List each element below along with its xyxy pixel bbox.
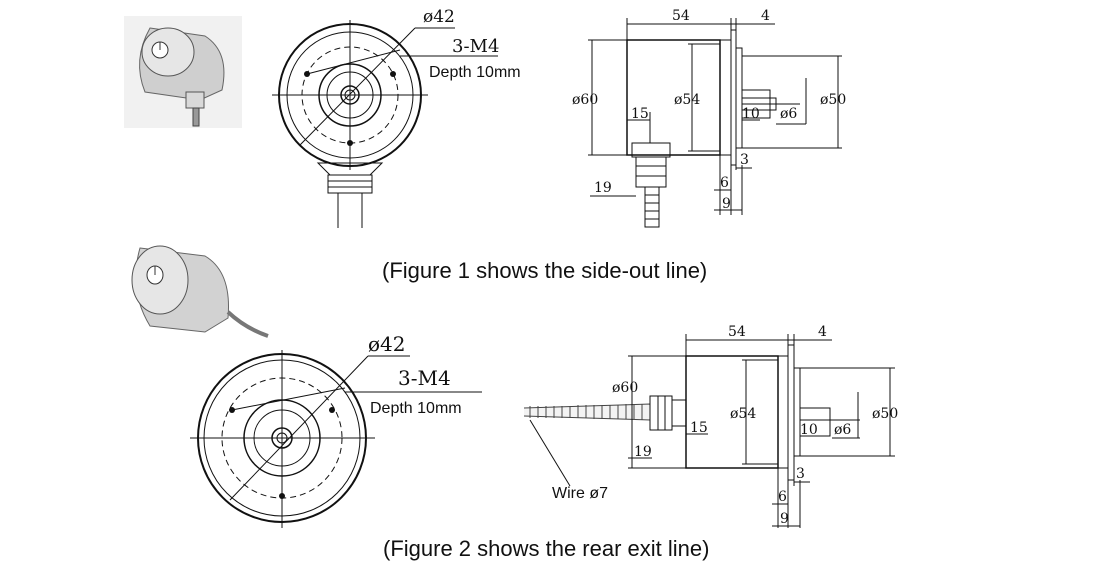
- fig2-mount-dia: ø50: [872, 406, 898, 422]
- fig1-exit-offset: 15: [631, 106, 649, 122]
- fig2-3d-render: [131, 245, 269, 338]
- fig1-3d-render: [124, 16, 242, 128]
- fig2-shaft-dia: ø6: [834, 422, 851, 438]
- fig1-inner-dia: ø54: [674, 92, 700, 108]
- fig1-thread: 3-M4: [452, 36, 499, 57]
- fig2-shaft-len: 10: [800, 422, 818, 438]
- fig2-wire: Wire ø7: [552, 485, 608, 502]
- fig2-step9: 9: [780, 511, 789, 527]
- fig1-step6: 6: [720, 175, 729, 191]
- fig2-caption: (Figure 2 shows the rear exit line): [383, 536, 710, 561]
- fig2-body-dia: ø60: [612, 380, 638, 396]
- fig1-step3: 3: [740, 152, 749, 168]
- fig1-cable-len: 19: [594, 180, 612, 196]
- fig1-body-length: 54: [672, 8, 690, 24]
- fig1-body-dia: ø60: [572, 92, 598, 108]
- fig2-inner-dia: ø54: [730, 406, 756, 422]
- fig2-flange-width: 4: [818, 324, 827, 340]
- fig1-step9: 9: [722, 196, 731, 212]
- fig1-mount-dia: ø50: [820, 92, 846, 108]
- fig1-shaft-dia: ø6: [780, 106, 797, 122]
- fig2-flange-dia: ø42: [368, 332, 406, 356]
- fig2-exit-offset: 15: [690, 420, 708, 436]
- fig2-step3: 3: [796, 466, 805, 482]
- fig1-depth: Depth 10mm: [429, 64, 521, 81]
- fig2-body-length: 54: [728, 324, 746, 340]
- fig2-cable-len: 19: [634, 444, 652, 460]
- fig1-side-view: [588, 18, 842, 228]
- fig1-caption: (Figure 1 shows the side-out line): [382, 258, 708, 283]
- fig1-front-view: [272, 20, 498, 228]
- fig2-front-view: [190, 350, 482, 528]
- fig1-shaft-len: 10: [742, 106, 760, 122]
- fig2-step6: 6: [778, 489, 787, 505]
- fig1-flange-dia: ø42: [423, 7, 455, 27]
- fig2-side-view: [523, 334, 895, 528]
- fig2-depth: Depth 10mm: [370, 400, 462, 417]
- fig1-flange-width: 4: [761, 8, 770, 24]
- fig2-thread: 3-M4: [398, 366, 451, 390]
